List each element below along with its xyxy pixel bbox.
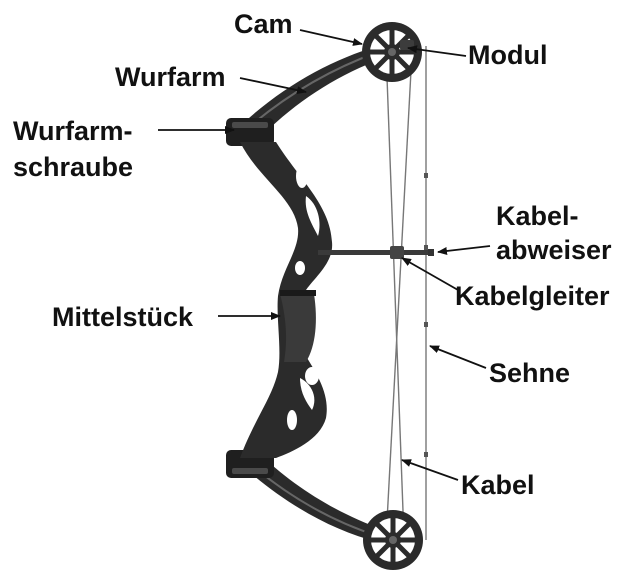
arrow-cam <box>300 30 362 44</box>
upper-cam <box>362 22 422 82</box>
label-mittelstueck: Mittelstück <box>52 302 194 332</box>
arrow-kabelabweiser <box>438 246 490 252</box>
label-sehne: Sehne <box>489 358 570 388</box>
cable-guard-rod <box>318 250 430 255</box>
label-wurfarmschraube-line2: schraube <box>13 152 133 182</box>
bow-illustration <box>226 22 434 570</box>
label-cam: Cam <box>234 9 293 39</box>
label-wurfarm: Wurfarm <box>115 62 226 92</box>
arrow-kabel <box>402 460 458 480</box>
label-kabel: Kabel <box>461 470 535 500</box>
label-modul: Modul <box>468 40 547 70</box>
label-kabelabweiser-line2: abweiser <box>496 235 612 265</box>
lower-cam <box>363 510 423 570</box>
cable-1 <box>386 50 404 538</box>
arrow-kabelgleiter <box>402 258 458 290</box>
cable-2 <box>386 52 412 540</box>
label-kabelabweiser-line1: Kabel- <box>496 201 579 231</box>
cable-slide <box>390 246 404 259</box>
arrow-sehne <box>430 346 486 368</box>
label-wurfarmschraube-line1: Wurfarm- <box>13 116 133 146</box>
label-kabelgleiter: Kabelgleiter <box>455 281 610 311</box>
